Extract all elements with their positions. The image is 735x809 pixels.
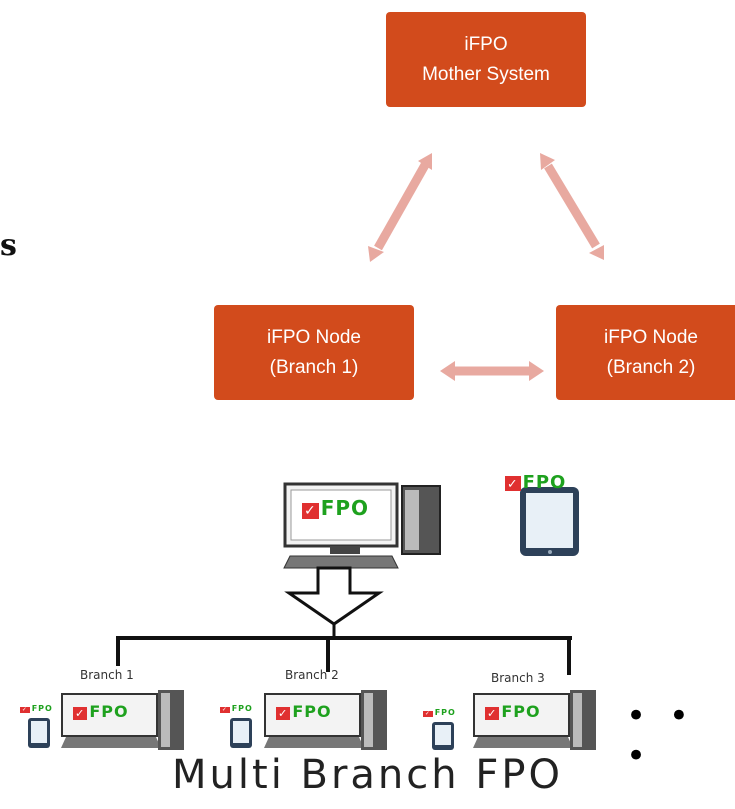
arrow-branch1-branch2 (440, 361, 544, 381)
node-branch1-line2: (Branch 1) (269, 356, 359, 378)
fpo-logo: ✓FPO (220, 704, 253, 713)
fpo-logo: ✓FPO (73, 702, 129, 721)
fpo-logo: ✓FPO (302, 496, 370, 520)
branch-2-computer-icon (230, 690, 387, 750)
node-branch-1: iFPO Node (Branch 1) (214, 305, 414, 400)
down-arrow-icon (284, 566, 384, 626)
desktop-computer-icon (283, 482, 441, 569)
more-branches-ellipsis: • • • (626, 696, 695, 776)
fpo-logo: ✓FPO (20, 704, 53, 713)
node-branch-2: iFPO Node (Branch 2) (556, 305, 735, 400)
diagram-title: Multi Branch FPO (172, 752, 563, 798)
node-mother-line1: iFPO (464, 33, 508, 55)
fpo-logo: ✓FPO (485, 702, 541, 721)
node-mother-system: iFPO Mother System (386, 12, 586, 107)
fpo-logo: ✓FPO (505, 472, 567, 493)
node-branch2-line2: (Branch 2) (606, 356, 696, 378)
cropped-heading-fragment: s (0, 228, 17, 263)
node-branch1-line1: iFPO Node (267, 326, 361, 348)
fpo-logo: ✓FPO (276, 702, 332, 721)
node-branch2-line1: iFPO Node (604, 326, 698, 348)
branch-2-label: Branch 2 (285, 668, 339, 682)
branch-3-computer-icon (432, 690, 596, 750)
fpo-logo: ✓FPO (423, 708, 456, 717)
branch-3-label: Branch 3 (491, 671, 545, 685)
branch-1-label: Branch 1 (80, 668, 134, 682)
arrow-mother-branch2 (540, 153, 604, 260)
mobile-phone-icon (520, 487, 579, 556)
arrow-mother-branch1 (368, 153, 432, 262)
node-mother-line2: Mother System (422, 63, 550, 85)
branch-connector-lines (116, 624, 572, 675)
